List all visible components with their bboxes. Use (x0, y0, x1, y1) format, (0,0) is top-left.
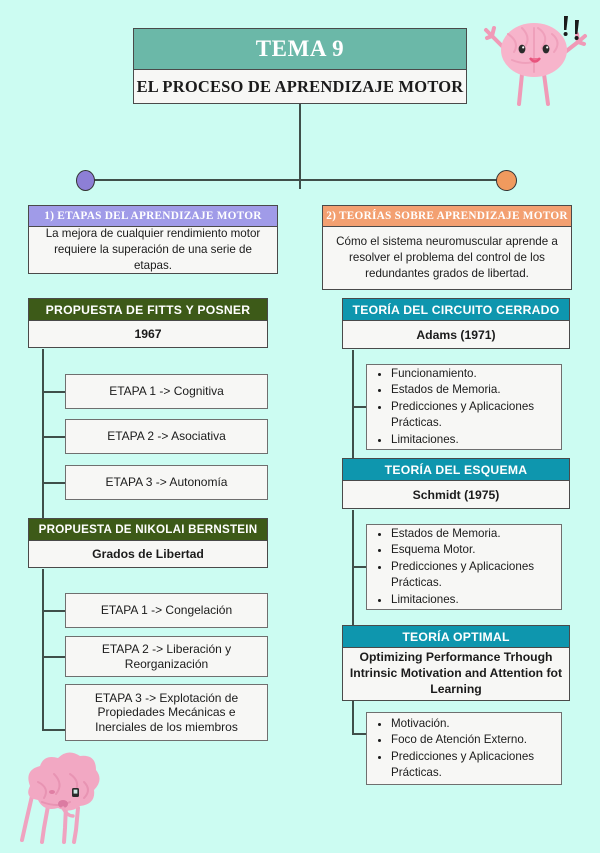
branch-left: 1) ETAPAS DEL APRENDIZAJE MOTOR La mejor… (28, 205, 278, 274)
brain-cheering-icon (478, 4, 596, 113)
stage-box-fitts-2: ETAPA 2 -> Asociativa (65, 419, 268, 454)
stage-box-label: ETAPA 1 -> Congelación (65, 593, 268, 628)
stub-fitts-3 (42, 482, 66, 484)
section-circuito-cerrado: TEORÍA DEL CIRCUITO CERRADO Adams (1971) (342, 298, 570, 349)
stub-optimal (352, 733, 372, 735)
stub-bernstein-2 (42, 656, 66, 658)
bullet-item: Funcionamiento. (391, 366, 553, 382)
section-esquema-value: Schmidt (1975) (342, 481, 570, 509)
section-bernstein: PROPUESTA DE NIKOLAI BERNSTEIN Grados de… (28, 518, 268, 568)
section-optimal-value: Optimizing Performance Trhough Intrinsic… (342, 648, 570, 701)
section-bernstein-header: PROPUESTA DE NIKOLAI BERNSTEIN (28, 518, 268, 541)
connector-stem (299, 104, 301, 189)
spine-fitts-posner (42, 349, 44, 549)
section-optimal-header: TEORÍA OPTIMAL (342, 625, 570, 648)
stub-esquema (352, 566, 372, 568)
stub-fitts-2 (42, 436, 66, 438)
section-bernstein-value: Grados de Libertad (28, 541, 268, 568)
brain-tired-icon (8, 748, 126, 853)
section-fitts-posner-header: PROPUESTA DE FITTS Y POSNER (28, 298, 268, 321)
section-optimal: TEORÍA OPTIMAL Optimizing Performance Tr… (342, 625, 570, 701)
branch-right: 2) TEORÍAS SOBRE APRENDIZAJE MOTOR Cómo … (322, 205, 572, 290)
bullet-list: Motivación. Foco de Atención Externo. Pr… (367, 712, 561, 786)
stage-box-label: ETAPA 3 -> Autonomía (65, 465, 268, 500)
bullet-list: Estados de Memoria. Esquema Motor. Predi… (367, 522, 561, 612)
title-block: TEMA 9 EL PROCESO DE APRENDIZAJE MOTOR (133, 28, 467, 104)
stage-box-bernstein-3: ETAPA 3 -> Explotación de Propiedades Me… (65, 684, 268, 741)
stub-bernstein-1 (42, 610, 66, 612)
spine-optimal (352, 701, 354, 735)
branch-right-header: 2) TEORÍAS SOBRE APRENDIZAJE MOTOR (322, 205, 572, 227)
bullet-item: Estados de Memoria. (391, 526, 553, 542)
stage-box-label: ETAPA 2 -> Asociativa (65, 419, 268, 454)
section-fitts-posner-value: 1967 (28, 321, 268, 348)
connector-crossbar (84, 179, 516, 181)
bullets-circuito-cerrado: Funcionamiento. Estados de Memoria. Pred… (366, 364, 562, 450)
bullet-item: Limitaciones. (391, 432, 553, 448)
branch-dot-left (76, 170, 95, 191)
bullet-item: Estados de Memoria. (391, 382, 553, 398)
bullet-item: Limitaciones. (391, 592, 553, 608)
section-fitts-posner: PROPUESTA DE FITTS Y POSNER 1967 (28, 298, 268, 348)
stub-circuito-cerrado (352, 406, 372, 408)
bullet-item: Predicciones y Aplicaciones Prácticas. (391, 749, 553, 782)
section-circuito-cerrado-header: TEORÍA DEL CIRCUITO CERRADO (342, 298, 570, 321)
bullet-item: Predicciones y Aplicaciones Prácticas. (391, 559, 553, 592)
stub-bernstein-3 (42, 729, 66, 731)
stage-box-fitts-1: ETAPA 1 -> Cognitiva (65, 374, 268, 409)
stage-box-fitts-3: ETAPA 3 -> Autonomía (65, 465, 268, 500)
page-title: TEMA 9 (133, 28, 467, 70)
bullet-item: Motivación. (391, 716, 553, 732)
spine-esquema (352, 510, 354, 627)
branch-dot-right (496, 170, 517, 191)
exclamation-marks-icon (563, 16, 579, 40)
section-circuito-cerrado-value: Adams (1971) (342, 321, 570, 349)
section-esquema-header: TEORÍA DEL ESQUEMA (342, 458, 570, 481)
bullet-list: Funcionamiento. Estados de Memoria. Pred… (367, 362, 561, 452)
section-esquema: TEORÍA DEL ESQUEMA Schmidt (1975) (342, 458, 570, 509)
stage-box-label: ETAPA 3 -> Explotación de Propiedades Me… (65, 684, 268, 741)
stage-box-bernstein-2: ETAPA 2 -> Liberación y Reorganización (65, 636, 268, 677)
stage-box-label: ETAPA 2 -> Liberación y Reorganización (65, 636, 268, 677)
spine-bernstein (42, 569, 44, 731)
bullets-optimal: Motivación. Foco de Atención Externo. Pr… (366, 712, 562, 785)
bullet-item: Foco de Atención Externo. (391, 732, 553, 748)
branch-right-description: Cómo el sistema neuromuscular aprende a … (322, 227, 572, 290)
stage-box-bernstein-1: ETAPA 1 -> Congelación (65, 593, 268, 628)
page-subtitle: EL PROCESO DE APRENDIZAJE MOTOR (133, 70, 467, 104)
bullet-item: Predicciones y Aplicaciones Prácticas. (391, 399, 553, 432)
bullets-esquema: Estados de Memoria. Esquema Motor. Predi… (366, 524, 562, 610)
stage-box-label: ETAPA 1 -> Cognitiva (65, 374, 268, 409)
bullet-item: Esquema Motor. (391, 542, 553, 558)
stub-fitts-1 (42, 391, 66, 393)
branch-left-header: 1) ETAPAS DEL APRENDIZAJE MOTOR (28, 205, 278, 227)
branch-left-description: La mejora de cualquier rendimiento motor… (28, 227, 278, 274)
spine-circuito-cerrado (352, 350, 354, 474)
